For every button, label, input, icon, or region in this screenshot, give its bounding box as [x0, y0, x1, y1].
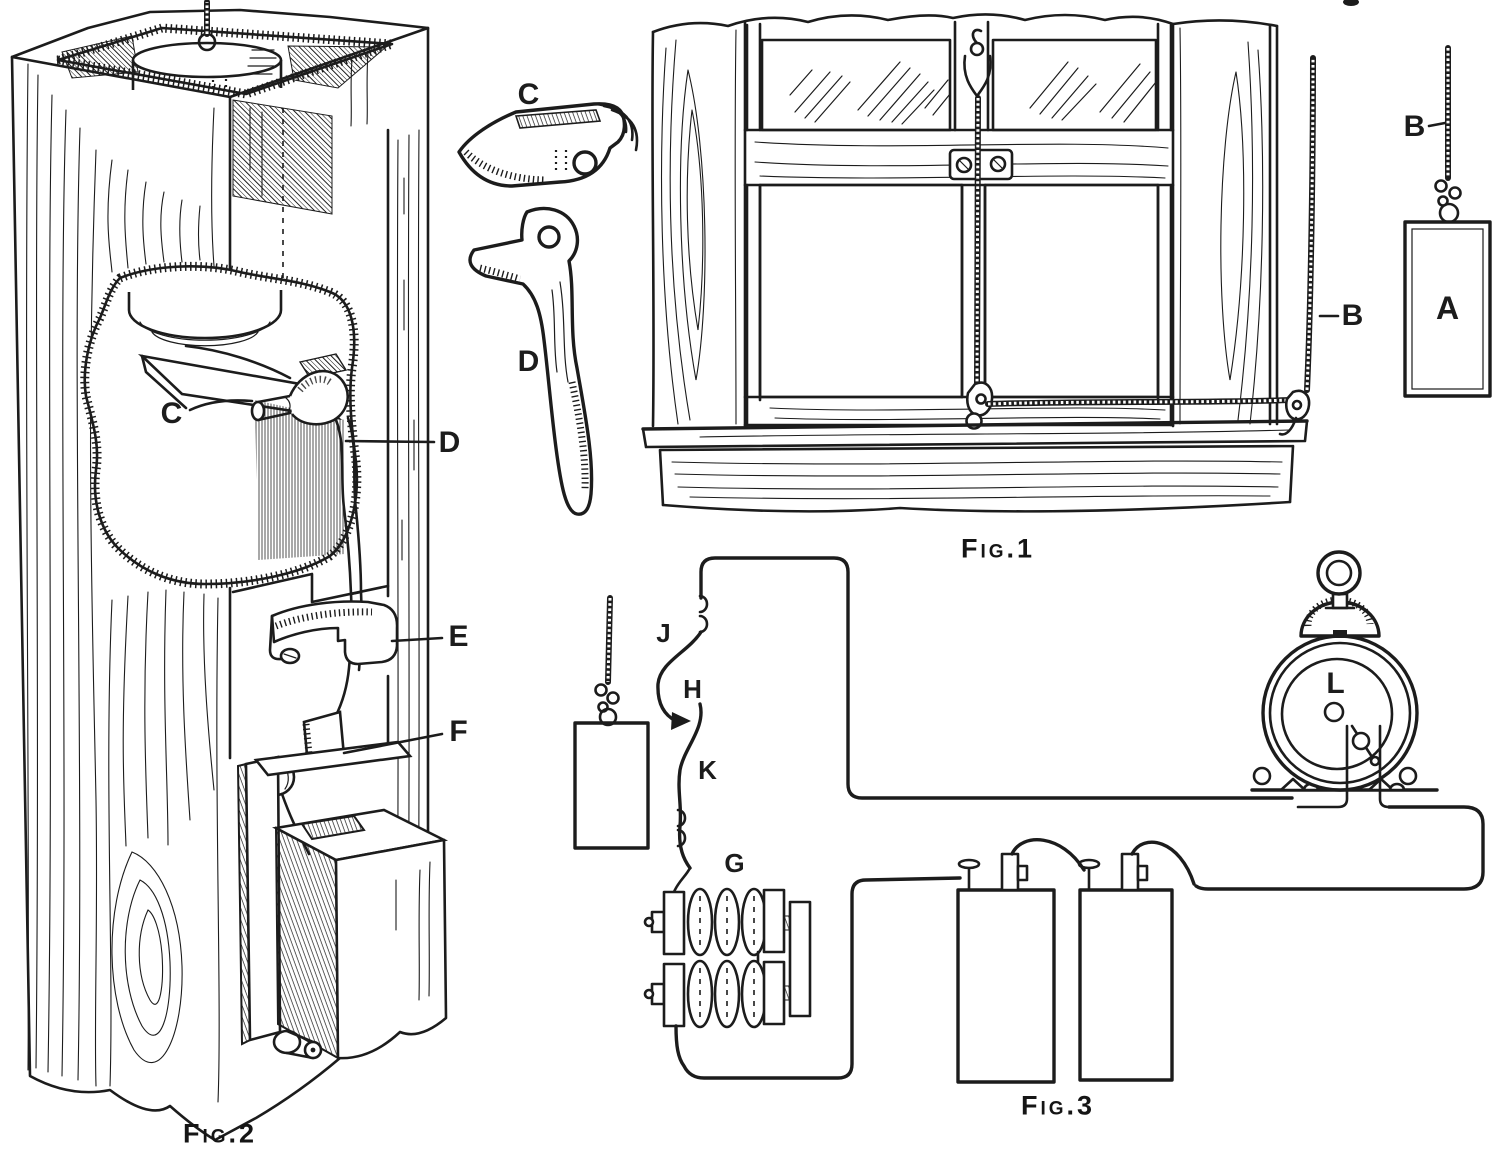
label-staples-j: J [656, 618, 672, 648]
battery-cells [956, 838, 1196, 1084]
fig2-post-group [10, 0, 449, 1142]
caption-fig3: Fig.3 [1020, 1090, 1096, 1121]
label-contact-f: F [449, 715, 469, 748]
staples-k [676, 808, 687, 848]
label-spring-e: E [448, 620, 470, 653]
label-pin-c: C [160, 397, 184, 430]
fig3-circuit-group [573, 550, 1485, 1084]
caption-fig2: Fig.2 [182, 1118, 258, 1149]
cutaway-opening [80, 261, 363, 596]
upper-sash [745, 20, 1173, 132]
wire-battery-to-bell [1194, 805, 1485, 891]
part-c-detail [457, 102, 639, 188]
wood-grain-front [26, 63, 220, 1103]
label-bell-l: L [1326, 667, 1346, 700]
page-ink-fleck [1343, 0, 1359, 6]
label-wire-k: K [698, 755, 718, 785]
pin-c [250, 394, 292, 422]
cylinder-weight-top [131, 0, 283, 94]
fig3-weight [573, 595, 650, 850]
leader-b-cord [1427, 121, 1447, 128]
label-weight-a: A [1435, 290, 1461, 326]
part-d-detail [468, 206, 594, 516]
wire-k [677, 702, 703, 870]
window-sill [641, 419, 1309, 513]
armature-bar [788, 900, 812, 1018]
fig1-weight-a [1403, 45, 1492, 398]
wire-coil-to-battery [674, 876, 962, 1080]
fig1-window-group [641, 0, 1492, 513]
lower-sash [743, 183, 1175, 427]
sash-cord-assembly [948, 28, 1340, 436]
bell-lead-right [1378, 724, 1391, 809]
bell-l [1250, 550, 1439, 809]
label-hook-h: H [683, 674, 703, 704]
caption-fig1: Fig.1 [960, 533, 1036, 564]
label-part-d: D [517, 345, 541, 378]
staples-j [698, 594, 709, 634]
mounted-box [236, 740, 449, 1060]
label-part-c: C [517, 78, 541, 111]
spring-clip-e [268, 600, 399, 666]
coils-g [643, 866, 812, 1029]
bell-lead-left [1296, 724, 1349, 809]
label-cord-b: B [1341, 299, 1365, 332]
circuit-wire-top [699, 556, 1294, 800]
glass-reflections [789, 61, 1157, 125]
label-lever-d: D [438, 426, 462, 459]
label-cord-b2: B [1403, 110, 1427, 143]
hook-h [656, 630, 703, 730]
label-coils-g: G [724, 848, 746, 878]
fig2-leader-lines [188, 399, 444, 755]
lever-d-installed [184, 344, 363, 596]
casing-grain [660, 27, 1264, 425]
